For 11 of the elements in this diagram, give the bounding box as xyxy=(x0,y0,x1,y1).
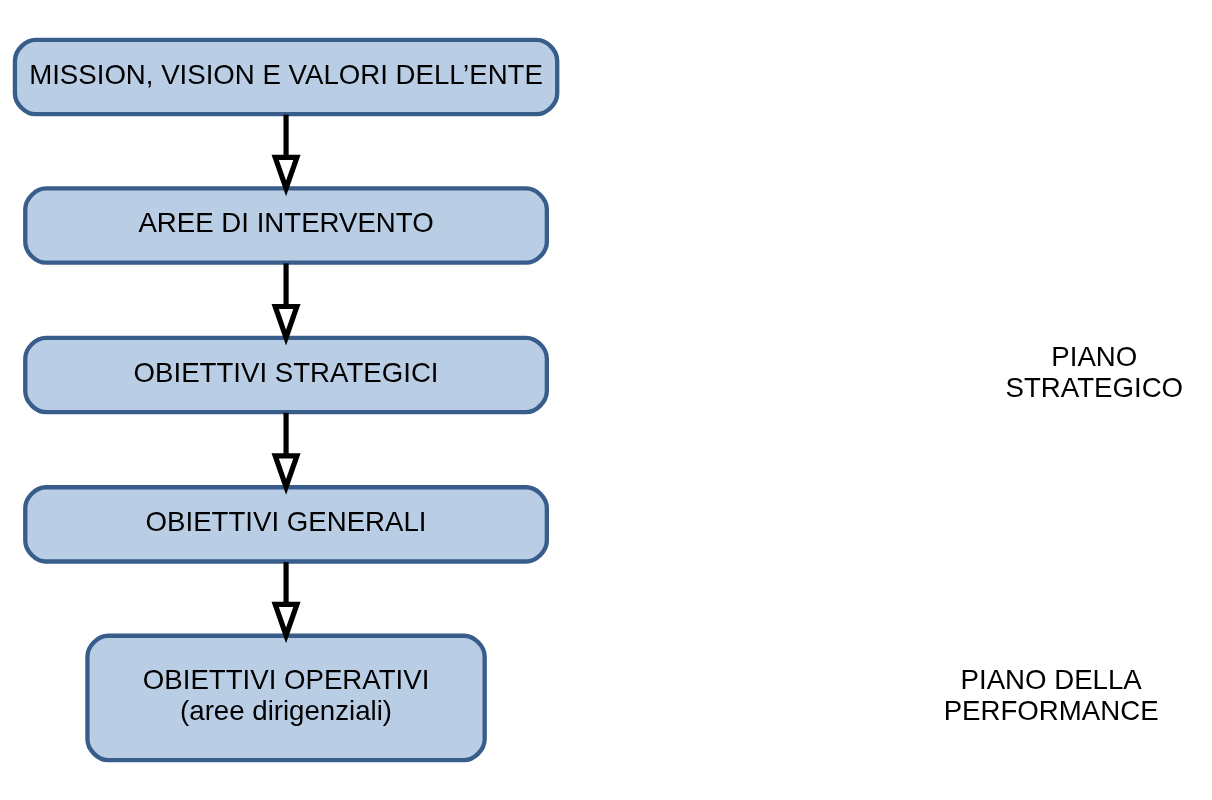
node-box: AREE DI INTERVENTO xyxy=(23,186,549,265)
arrow xyxy=(271,114,301,197)
label: PIANO STRATEGICO xyxy=(1005,340,1184,404)
arrow xyxy=(271,412,301,495)
arrow xyxy=(271,263,301,346)
node-box: OBIETTIVI STRATEGICI xyxy=(23,335,549,415)
node-box: MISSION, VISION E VALORI DELL’ENTE xyxy=(12,37,560,117)
node-box: OBIETTIVI OPERATIVI (aree dirigenziali) xyxy=(85,633,487,763)
node-box: OBIETTIVI GENERALI xyxy=(23,485,549,564)
label: PIANO DELLA PERFORMANCE xyxy=(943,663,1159,727)
arrow xyxy=(271,562,301,644)
